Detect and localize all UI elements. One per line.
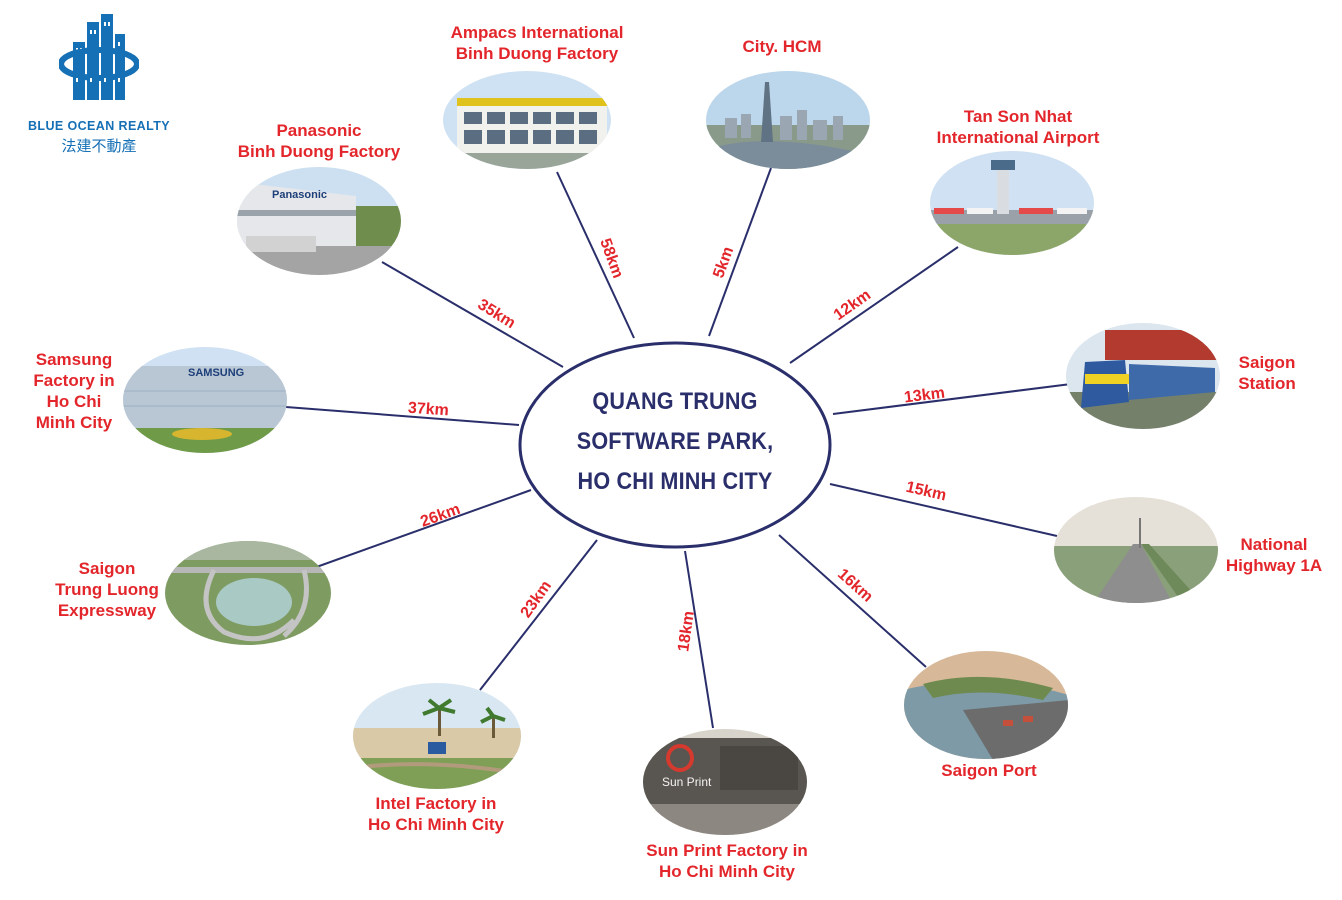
photo-samsung: SAMSUNG (123, 347, 287, 453)
connector-port (778, 534, 927, 668)
connector-intel (479, 539, 598, 691)
distance-airport: 12km (831, 287, 874, 324)
label-line: Ho Chi Minh City (659, 862, 795, 881)
photo-expressway (165, 541, 331, 645)
label-line: Expressway (57, 601, 157, 620)
distance-city-hcm: 5km (710, 245, 737, 281)
distance-highway: 15km (904, 479, 948, 505)
label-line: Binh Duong Factory (237, 142, 401, 161)
photo-city-hcm (706, 71, 870, 169)
label-line: Saigon (1238, 353, 1296, 372)
distance-samsung: 37km (407, 400, 449, 420)
samsung-sign: SAMSUNG (188, 367, 244, 379)
label-samsung: Samsung Factory in Ho Chi Minh City (22, 349, 126, 433)
logo-name: BLUE OCEAN REALTY (28, 119, 170, 133)
sunprint-sign: Sun Print (662, 775, 712, 789)
photo-ampacs (443, 71, 611, 169)
label-highway: National Highway 1A (1212, 534, 1336, 576)
label-sunprint: Sun Print Factory in Ho Chi Minh City (628, 840, 826, 882)
photo-panasonic: Panasonic (237, 167, 401, 275)
building-globe-icon (58, 14, 140, 100)
center-ellipse (518, 341, 832, 549)
label-panasonic: Panasonic Binh Duong Factory (226, 120, 412, 162)
label-line: Panasonic (276, 121, 362, 140)
photo-airport (930, 151, 1094, 255)
label-station: Saigon Station (1226, 352, 1308, 394)
label-line: Samsung (35, 350, 113, 369)
connector-ampacs (556, 171, 635, 339)
connector-city-hcm (708, 167, 772, 337)
photo-sunprint: Sun Print (643, 729, 807, 835)
photo-station (1066, 323, 1220, 429)
label-line: Factory in (33, 371, 115, 390)
center-title-line: HO CHI MINH CITY (577, 468, 773, 495)
connector-panasonic (381, 261, 564, 368)
distance-ampacs: 58km (596, 236, 626, 280)
connector-airport (789, 246, 959, 364)
label-line: Intel Factory in (375, 794, 497, 813)
label-city-hcm: City. HCM (730, 36, 834, 57)
distance-station: 13km (903, 385, 946, 407)
center-title: QUANG TRUNG SOFTWARE PARK, HO CHI MINH C… (535, 382, 816, 502)
center-title-line: QUANG TRUNG (592, 388, 758, 415)
label-line: Ampacs International (450, 23, 624, 42)
photo-highway (1054, 497, 1218, 603)
distance-sunprint: 18km (675, 610, 698, 653)
label-intel: Intel Factory in Ho Chi Minh City (350, 793, 522, 835)
distance-panasonic: 35km (475, 296, 519, 332)
label-line: International Airport (936, 128, 1100, 147)
label-expressway: Saigon Trung Luong Expressway (44, 558, 170, 621)
label-line: Minh City (35, 413, 113, 432)
label-line: Ho Chi Minh City (368, 815, 504, 834)
distance-port: 16km (834, 566, 876, 606)
connector-samsung (285, 406, 520, 426)
distance-expressway: 26km (418, 501, 462, 531)
connector-expressway (296, 489, 532, 575)
label-line: Sun Print Factory in (646, 841, 808, 860)
label-ampacs: Ampacs International Binh Duong Factory (436, 22, 638, 64)
photo-intel (353, 683, 521, 789)
label-port: Saigon Port (930, 760, 1048, 781)
center-hub: QUANG TRUNG SOFTWARE PARK, HO CHI MINH C… (519, 342, 831, 548)
logo-cjk-name: 法建不動產 (61, 137, 137, 155)
label-airport: Tan Son Nhat International Airport (920, 106, 1116, 148)
label-line: Highway 1A (1225, 556, 1323, 575)
photo-port (904, 651, 1068, 759)
center-title-line: SOFTWARE PARK, (576, 428, 774, 455)
connector-highway (829, 483, 1058, 537)
label-line: Tan Son Nhat (963, 107, 1073, 126)
label-line: City. HCM (742, 37, 822, 56)
label-line: Ho Chi (46, 392, 102, 411)
label-line: Saigon Port (941, 761, 1037, 780)
panasonic-sign: Panasonic (272, 189, 327, 201)
label-line: Saigon (78, 559, 136, 578)
label-line: National (1240, 535, 1308, 554)
company-logo: BLUE OCEAN REALTY 法建不動產 (14, 12, 184, 156)
label-line: Station (1238, 374, 1296, 393)
connector-station (832, 383, 1072, 415)
connector-sunprint (684, 550, 714, 729)
label-line: Binh Duong Factory (455, 44, 619, 63)
label-line: Trung Luong (55, 580, 159, 599)
